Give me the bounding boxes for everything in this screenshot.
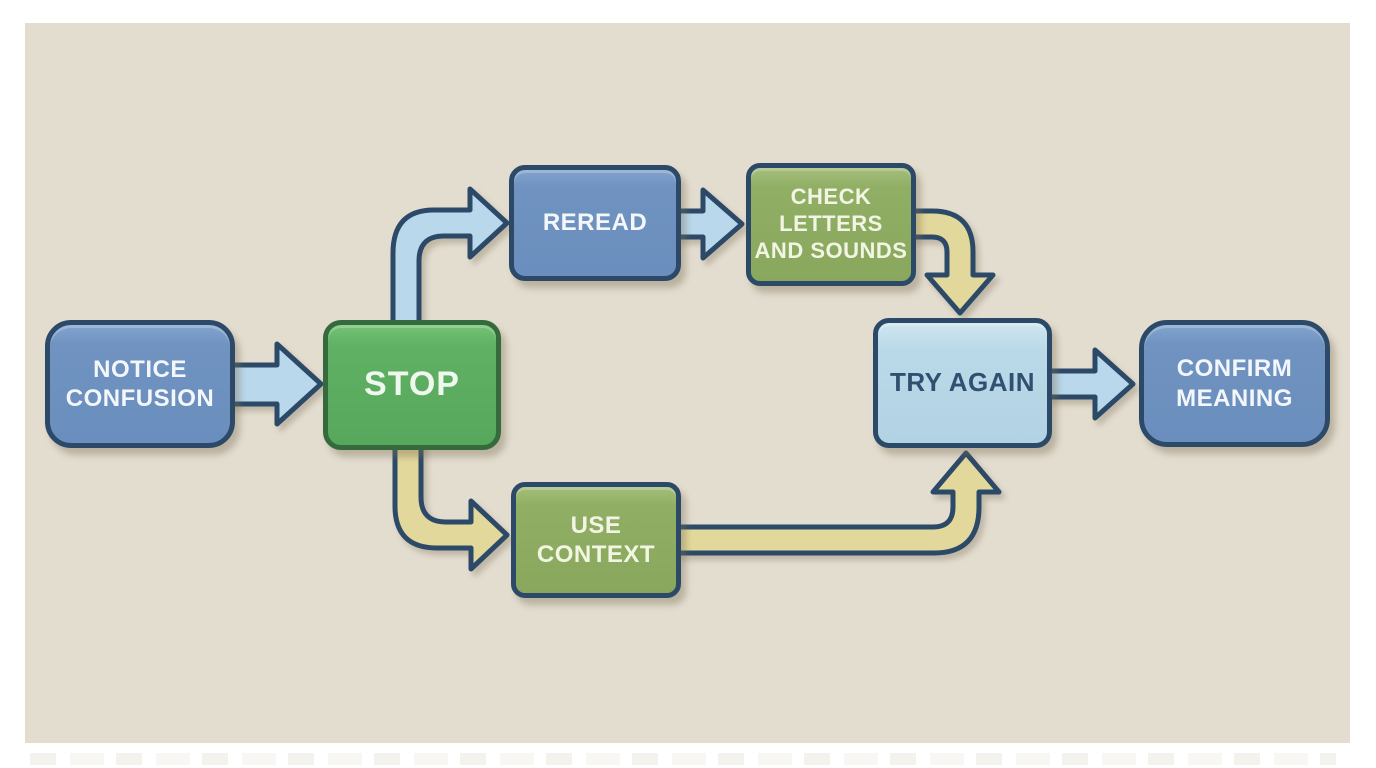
arrow-stop-to-reread bbox=[390, 186, 510, 331]
arrow-stop-to-use-context bbox=[392, 440, 510, 572]
flowchart-canvas: NOTICE CONFUSION STOP REREAD CHECK LETTE… bbox=[25, 23, 1350, 743]
flow-arrows-layer bbox=[227, 186, 1136, 572]
arrow-use-context-to-try-again bbox=[673, 450, 1002, 556]
node-notice-confusion: NOTICE CONFUSION bbox=[45, 320, 235, 448]
arrow-reread-to-check-letters bbox=[674, 187, 745, 261]
arrow-notice-confusion-to-stop bbox=[227, 341, 324, 427]
bottom-artifact-strip bbox=[30, 753, 1336, 765]
arrow-try-again-to-confirm-meaning bbox=[1046, 347, 1136, 421]
arrow-check-letters-to-try-again bbox=[908, 208, 996, 316]
node-use-context: USE CONTEXT bbox=[511, 482, 681, 598]
node-confirm-meaning: CONFIRM MEANING bbox=[1139, 320, 1330, 447]
node-check-letters-and-sounds: CHECK LETTERS AND SOUNDS bbox=[746, 163, 916, 286]
node-try-again: TRY AGAIN bbox=[873, 318, 1052, 448]
node-stop: STOP bbox=[323, 320, 501, 450]
node-reread: REREAD bbox=[509, 165, 681, 281]
